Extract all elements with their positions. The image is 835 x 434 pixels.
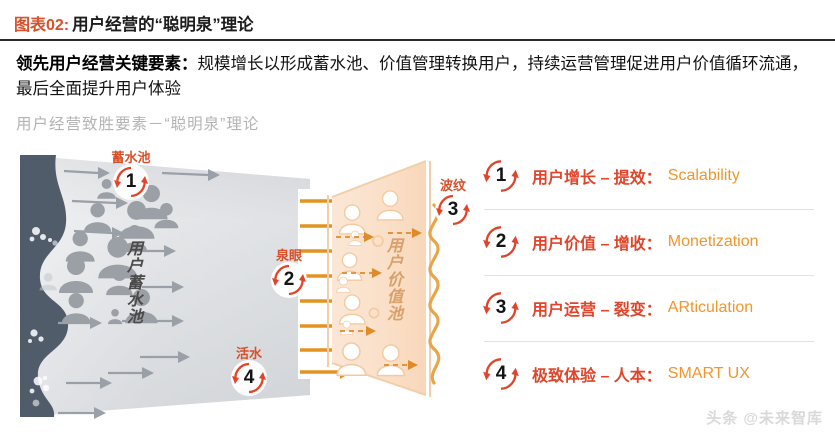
key-elements-list: 1 用户增长 – 提效： Scalability 2 用户价值 – 增收： Mo…: [480, 145, 828, 425]
figure-tag: 图表02:: [14, 17, 70, 34]
value-pool-vertical-label: 用户价值池: [384, 237, 401, 322]
list-item-number: 2: [495, 231, 507, 252]
list-item-number: 1: [495, 165, 507, 186]
list-item-number: 4: [495, 363, 507, 384]
marker-number: 4: [243, 367, 255, 388]
reservoir-shape: [20, 155, 310, 419]
list-item[interactable]: 1 用户增长 – 提效： Scalability: [480, 145, 828, 207]
lead-rest: 规模增长以形成蓄水池、价值管理转换用户，持续运营管理促进用户价值循环流通，最后全…: [16, 55, 808, 98]
list-item-label-en: Monetization: [667, 233, 759, 250]
lead-bold: 领先用户经营关键要素：: [16, 55, 198, 73]
figure-title: 用户经营的“聪明泉”理论: [72, 16, 254, 34]
cycle-arrow-icon: 4: [480, 353, 522, 395]
cycle-arrow-icon: 2: [269, 260, 309, 300]
list-item-label-cn: 极致体验 – 人本：: [532, 368, 662, 385]
marker-label: 泉眼: [275, 248, 302, 263]
cycle-arrow-icon: 4: [229, 358, 269, 398]
marker-number: 3: [447, 199, 459, 220]
list-item-label-en: SMART UX: [667, 365, 750, 382]
list-divider: [484, 275, 814, 276]
marker-number: 1: [125, 171, 137, 192]
figure-header: 图表02: 用户经营的“聪明泉”理论: [14, 8, 824, 38]
list-item-label-cn: 用户增长 – 提效：: [532, 170, 662, 187]
marker-living-water: 活水 4: [212, 343, 286, 398]
lead-paragraph: 领先用户经营关键要素：规模增长以形成蓄水池、价值管理转换用户，持续运营管理促进用…: [16, 52, 816, 102]
list-item[interactable]: 3 用户运营 – 裂变： ARticulation: [480, 277, 828, 339]
cycle-arrow-icon: 1: [480, 155, 522, 197]
marker-reservoir: 蓄水池 1: [94, 147, 168, 202]
reservoir-vertical-label: 用户蓄水池: [124, 240, 141, 325]
spring-diagram: 用户蓄水池: [12, 145, 471, 425]
marker-label: 蓄水池: [111, 150, 151, 165]
marker-label: 活水: [235, 346, 262, 361]
marker-label: 波纹: [439, 178, 466, 193]
chart-subtitle: 用户经营致胜要素－“聪明泉”理论: [16, 116, 260, 133]
cycle-arrow-icon: 3: [433, 190, 473, 230]
list-item[interactable]: 2 用户价值 – 增收： Monetization: [480, 211, 828, 273]
list-item-label-cn: 用户价值 – 增收：: [532, 236, 662, 253]
cycle-arrow-icon: 2: [480, 221, 522, 263]
list-item[interactable]: 4 极致体验 – 人本： SMART UX: [480, 343, 828, 405]
header-divider: [0, 39, 835, 41]
list-item-number: 3: [495, 297, 507, 318]
list-divider: [484, 209, 814, 210]
list-item-label-cn: 用户运营 – 裂变：: [532, 302, 662, 319]
marker-number: 2: [283, 269, 295, 290]
value-pool-shape: [327, 160, 441, 397]
list-item-label-en: Scalability: [667, 167, 740, 184]
list-item-label-en: ARticulation: [667, 299, 754, 316]
cycle-arrow-icon: 3: [480, 287, 522, 329]
list-divider: [484, 341, 814, 342]
user-reservoir-pool: 用户蓄水池: [12, 145, 312, 425]
watermark: 头条 @未来智库: [706, 410, 823, 427]
marker-ripple: 波纹 3: [416, 175, 490, 230]
user-value-pool: 用户价值池: [322, 145, 467, 425]
cycle-arrow-icon: 1: [111, 162, 151, 202]
marker-spring-eye: 泉眼 2: [252, 245, 326, 300]
